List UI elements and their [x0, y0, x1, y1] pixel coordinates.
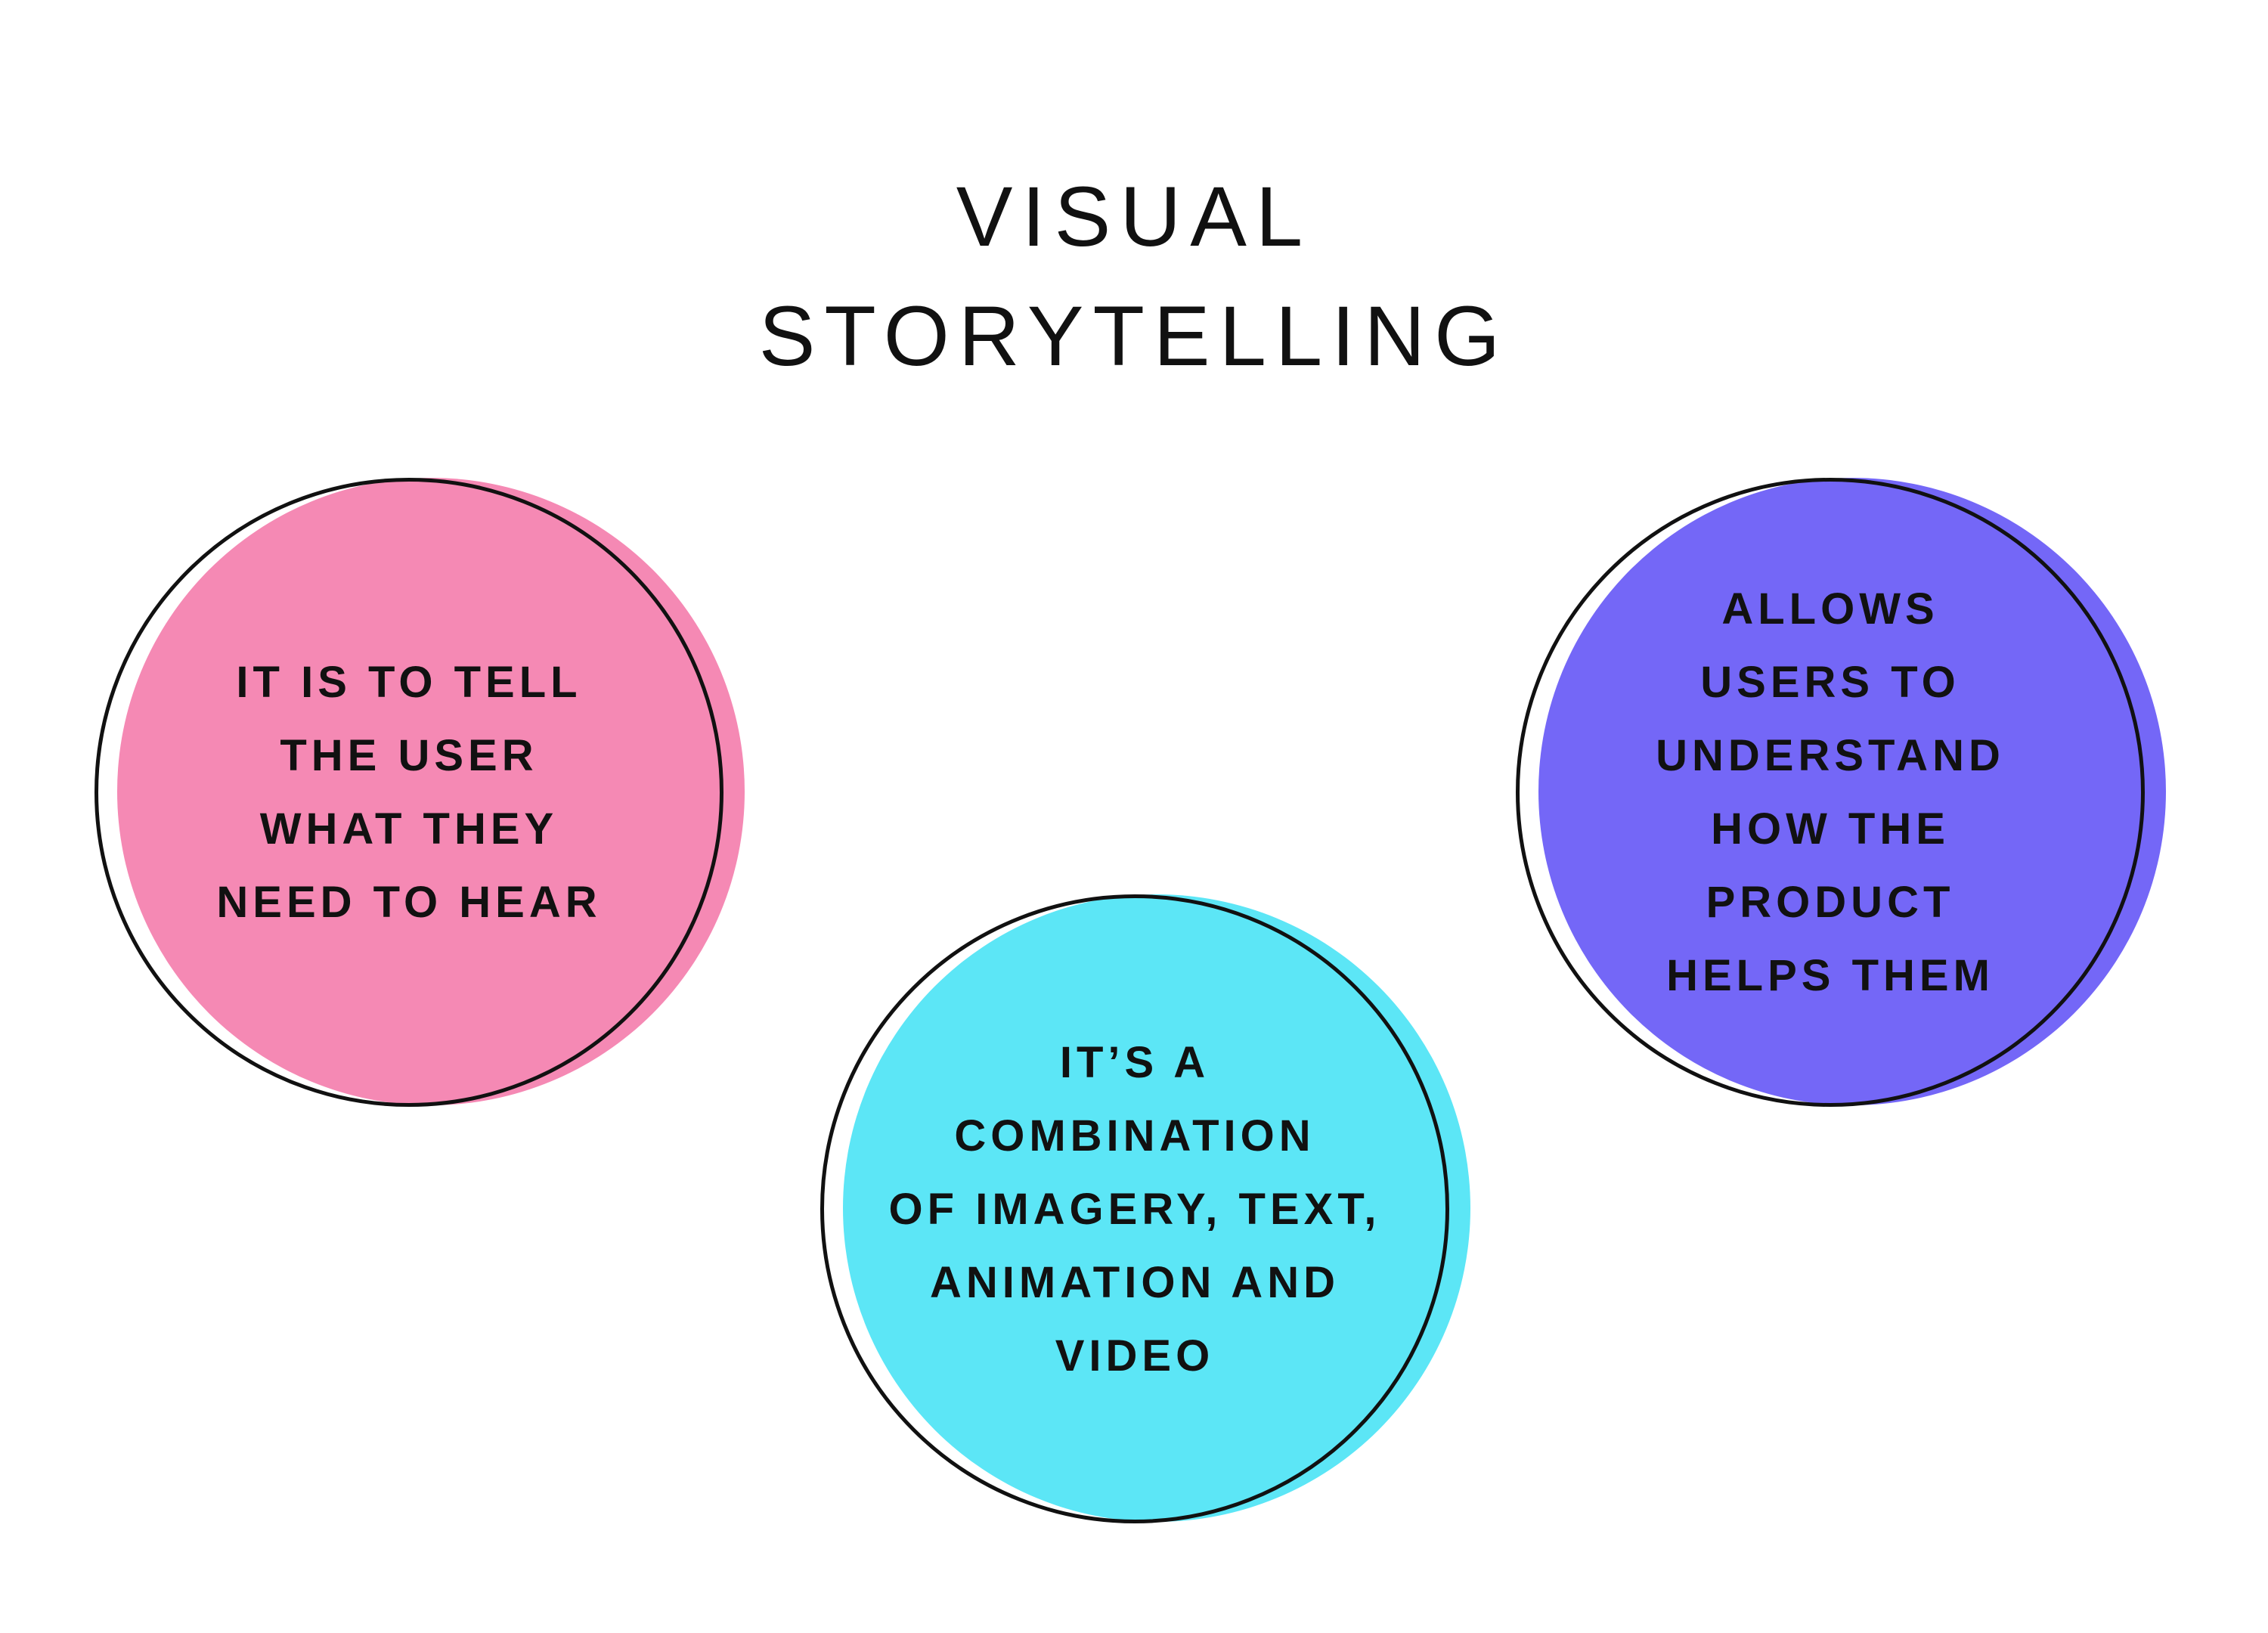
circle-pink-text: IT IS TO TELL THE USER WHAT THEY NEED TO… [94, 478, 723, 1107]
circle-purple-line-4: HOW THE [1711, 804, 1950, 854]
circle-cyan-line-5: VIDEO [1055, 1331, 1215, 1380]
circle-purple-line-6: HELPS THEM [1666, 951, 1994, 1000]
circle-cyan-line-1: IT’S A [1059, 1037, 1210, 1087]
circle-cyan: IT’S A COMBINATION OF IMAGERY, TEXT, ANI… [820, 894, 1470, 1523]
circle-purple-line-5: PRODUCT [1706, 878, 1955, 927]
circle-pink-outline [94, 478, 723, 1107]
circle-cyan-outline [820, 894, 1449, 1523]
circle-cyan-line-3: OF IMAGERY, TEXT, [888, 1184, 1381, 1234]
title-line-1: VISUAL [956, 169, 1312, 264]
circle-pink-line-4: NEED TO HEAR [216, 878, 602, 927]
circle-purple-text: ALLOWS USERS TO UNDERSTAND HOW THE PRODU… [1516, 478, 2145, 1107]
circle-pink-line-3: WHAT THEY [259, 804, 559, 854]
circle-pink-line-1: IT IS TO TELL [236, 658, 582, 707]
diagram-title: VISUAL STORYTELLING [0, 157, 2268, 396]
circle-cyan-line-4: ANIMATION AND [930, 1257, 1340, 1307]
title-line-2: STORYTELLING [758, 289, 1510, 383]
circle-purple-line-2: USERS TO [1700, 658, 1960, 707]
circle-pink-line-2: THE USER [280, 731, 538, 780]
circle-purple: ALLOWS USERS TO UNDERSTAND HOW THE PRODU… [1516, 478, 2166, 1107]
circle-cyan-text: IT’S A COMBINATION OF IMAGERY, TEXT, ANI… [820, 894, 1449, 1523]
circle-pink: IT IS TO TELL THE USER WHAT THEY NEED TO… [94, 478, 745, 1107]
circle-purple-outline [1516, 478, 2145, 1107]
circle-purple-line-1: ALLOWS [1721, 584, 1939, 634]
circle-purple-line-3: UNDERSTAND [1656, 731, 2005, 780]
circle-cyan-line-2: COMBINATION [954, 1111, 1315, 1160]
